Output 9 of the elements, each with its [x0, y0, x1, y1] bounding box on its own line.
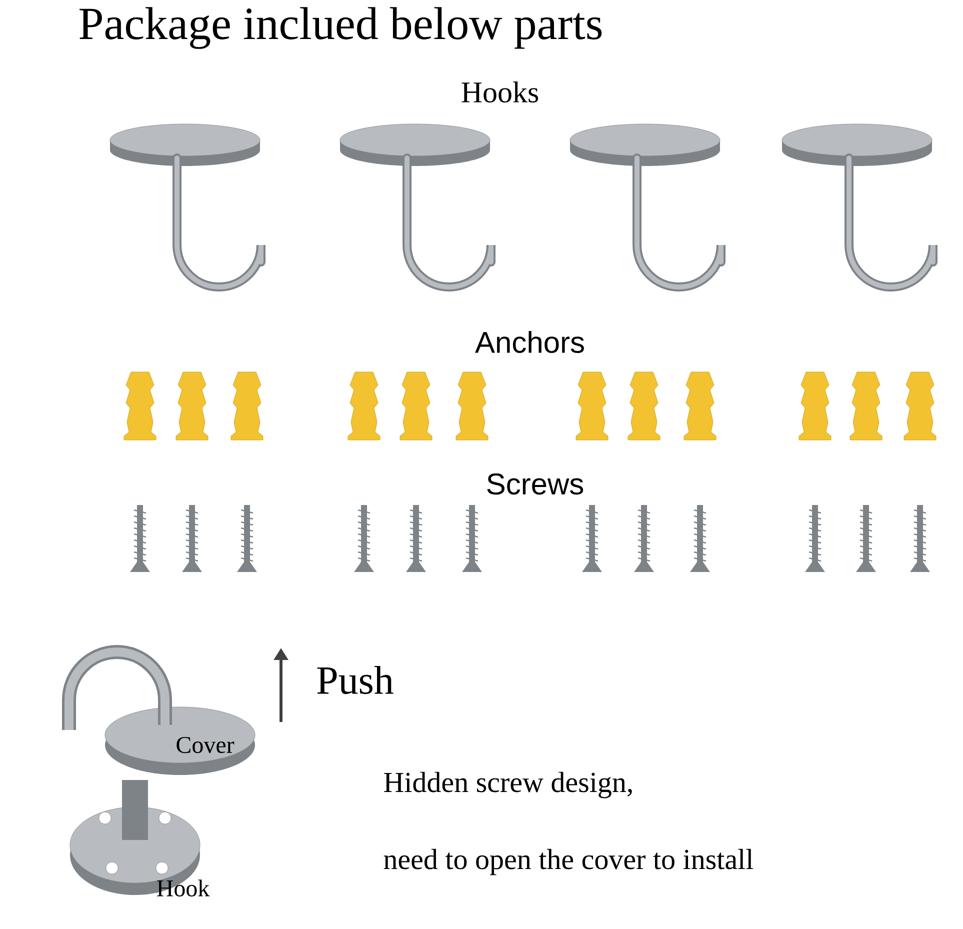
- note-text: Hidden screw design,: [384, 772, 632, 798]
- anchors-label: Anchors: [475, 331, 584, 354]
- screws-label: Screws: [487, 473, 584, 495]
- callout-text: Push: [317, 666, 394, 694]
- hooks-label: Hooks: [462, 81, 538, 103]
- part-label: Hook: [157, 880, 210, 896]
- title: Package inclued below parts: [80, 7, 602, 49]
- part-label: Cover: [176, 736, 234, 754]
- note-text: need to open the cover to install: [384, 848, 754, 876]
